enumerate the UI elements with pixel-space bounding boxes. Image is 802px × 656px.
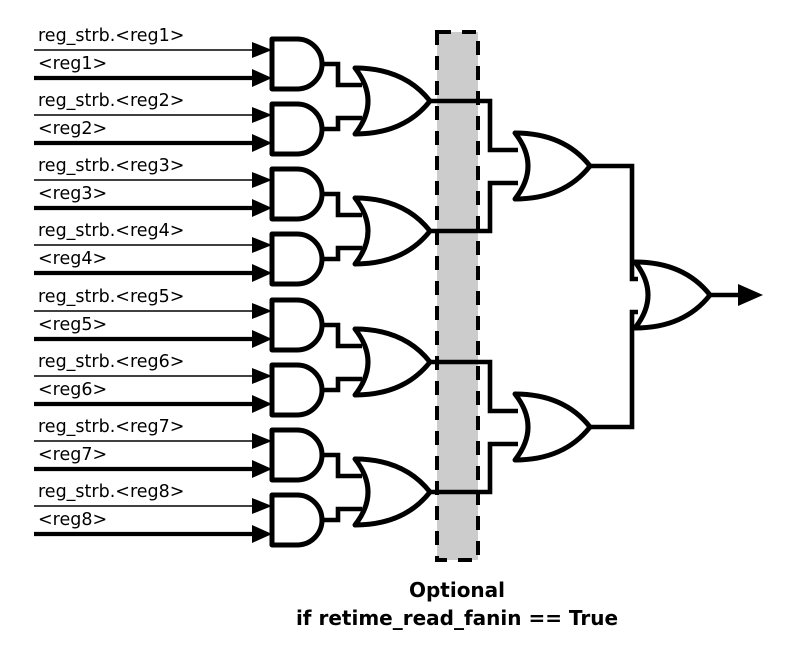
or-gate-l1-3 bbox=[352, 326, 433, 398]
wire-or1-to-or-l2-1 bbox=[430, 98, 518, 153]
and-gate-5 bbox=[269, 297, 325, 353]
label-reg3-strobe: reg_strb.<reg3> bbox=[38, 156, 185, 176]
wire-or3-to-or-l2-2 bbox=[430, 359, 518, 414]
or-gate-l2-1 bbox=[512, 130, 593, 202]
input-wires-reg5 bbox=[34, 303, 272, 348]
label-reg6-strobe: reg_strb.<reg6> bbox=[38, 352, 185, 372]
wire-and7-to-or4 bbox=[322, 452, 362, 479]
label-reg4-data: <reg4> bbox=[38, 249, 108, 269]
optional-stage-caption-line2: if retime_read_fanin == True bbox=[295, 606, 619, 630]
input-wires-reg6 bbox=[34, 368, 272, 413]
wire-and3-to-or2 bbox=[322, 191, 362, 218]
wire-and2-to-or1 bbox=[322, 115, 362, 132]
wire-or4-to-or-l2-2 bbox=[430, 441, 518, 495]
input-wires-reg3 bbox=[34, 172, 272, 217]
label-reg7-strobe: reg_strb.<reg7> bbox=[38, 417, 185, 437]
label-reg5-data: <reg5> bbox=[38, 315, 108, 335]
or-gate-final bbox=[632, 259, 713, 331]
label-reg5-strobe: reg_strb.<reg5> bbox=[38, 287, 185, 307]
label-reg8-strobe: reg_strb.<reg8> bbox=[38, 482, 185, 502]
wire-and6-to-or3 bbox=[322, 376, 362, 393]
and-gate-4 bbox=[269, 231, 325, 287]
input-wires-reg7 bbox=[34, 433, 272, 478]
label-reg4-strobe: reg_strb.<reg4> bbox=[38, 221, 185, 241]
wire-or-l2-2-to-final bbox=[590, 309, 638, 430]
label-reg3-data: <reg3> bbox=[38, 184, 108, 204]
or-gate-l1-4 bbox=[352, 456, 433, 528]
and-gate-2 bbox=[269, 101, 325, 157]
optional-stage-caption-line1: Optional bbox=[408, 578, 506, 602]
label-reg2-strobe: reg_strb.<reg2> bbox=[38, 91, 185, 111]
label-reg1-data: <reg1> bbox=[38, 54, 108, 74]
wire-or2-to-or-l2-1 bbox=[430, 180, 518, 234]
input-wires-reg1 bbox=[34, 42, 272, 87]
label-reg8-data: <reg8> bbox=[38, 510, 108, 530]
input-wires-reg4 bbox=[34, 237, 272, 282]
wire-and8-to-or4 bbox=[322, 506, 362, 523]
wire-and4-to-or2 bbox=[322, 245, 362, 262]
and-gate-8 bbox=[269, 492, 325, 548]
or-gate-l1-1 bbox=[352, 65, 433, 137]
or-gate-l2-2 bbox=[512, 391, 593, 463]
label-reg2-data: <reg2> bbox=[38, 119, 108, 139]
and-gate-7 bbox=[269, 427, 325, 483]
and-gate-3 bbox=[269, 166, 325, 222]
wire-and5-to-or3 bbox=[322, 322, 362, 349]
output-arrow bbox=[710, 284, 763, 306]
wire-and1-to-or1 bbox=[322, 61, 362, 88]
label-reg1-strobe: reg_strb.<reg1> bbox=[38, 26, 185, 46]
optional-retime-stage-box bbox=[435, 30, 480, 562]
wire-or-l2-1-to-final bbox=[590, 163, 638, 282]
or-gate-l1-2 bbox=[352, 195, 433, 267]
input-wires-reg2 bbox=[34, 107, 272, 152]
label-reg7-data: <reg7> bbox=[38, 445, 108, 465]
input-wires-reg8 bbox=[34, 498, 272, 543]
and-gate-1 bbox=[269, 36, 325, 92]
and-gate-6 bbox=[269, 362, 325, 418]
label-reg6-data: <reg6> bbox=[38, 380, 108, 400]
